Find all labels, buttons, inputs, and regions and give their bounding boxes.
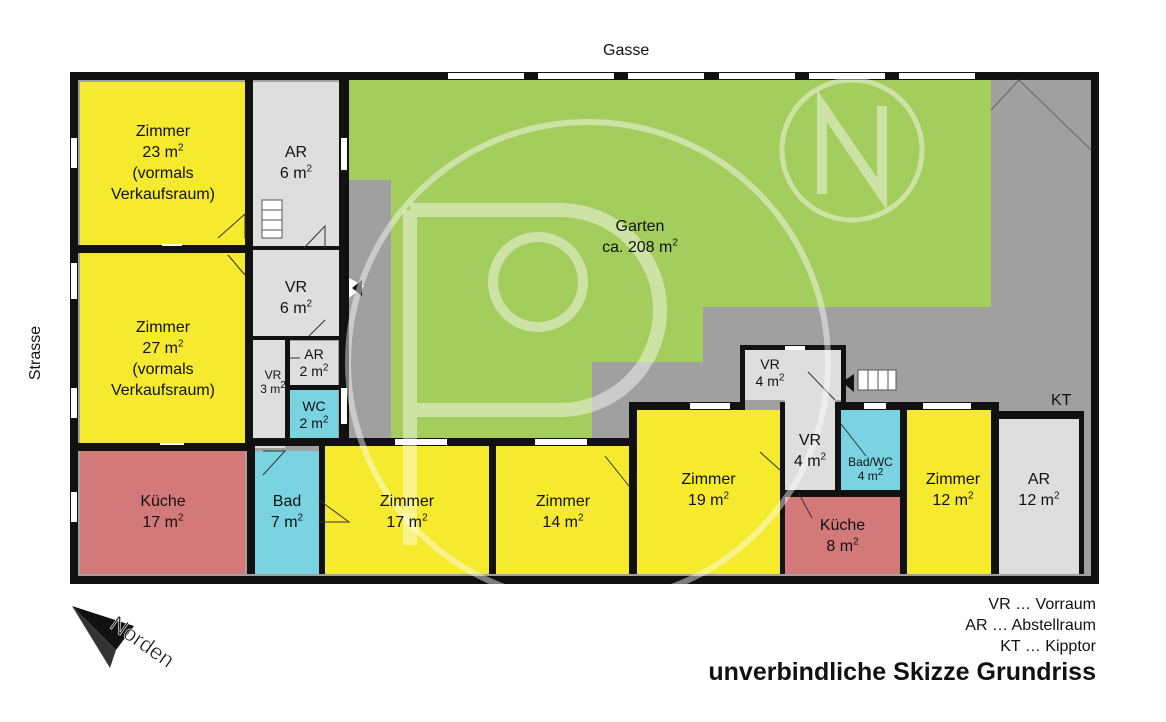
room-name: Bad	[272, 493, 302, 510]
room-name: AR	[304, 346, 324, 362]
room-area: 2 m2	[299, 362, 329, 379]
room-name: Bad/WC	[848, 455, 893, 469]
label-zimmer-27: Zimmer 27 m2 (vormals Verkaufsraum)	[90, 317, 236, 401]
room-area: 4 m2	[793, 451, 827, 470]
label-wc-2: WC 2 m2	[290, 398, 338, 432]
room-area: 17 m2	[142, 512, 184, 531]
room-note: Verkaufsraum)	[110, 382, 216, 399]
stairs	[261, 199, 897, 391]
room-area: 23 m2	[142, 142, 184, 161]
room-name: AR	[1027, 471, 1051, 488]
room-vr-4-top	[745, 350, 841, 400]
room-name: Zimmer	[379, 493, 435, 510]
room-area: 6 m2	[279, 298, 313, 317]
label-ar-2: AR 2 m2	[290, 346, 338, 380]
room-name: Zimmer	[681, 471, 736, 488]
room-name: Zimmer	[925, 471, 981, 488]
room-name: VR	[760, 356, 780, 372]
room-bad-wc-4	[841, 410, 900, 490]
room-area: 19 m2	[687, 490, 730, 509]
room-ar-12	[999, 419, 1079, 574]
label-garten: Garten ca. 208 m2	[560, 216, 720, 258]
north-arrow-icon: Norden	[72, 606, 179, 673]
label-vr-6: VR 6 m2	[253, 277, 339, 319]
room-kueche-8	[785, 497, 900, 574]
label-vr-3: VR 3 m2	[253, 368, 293, 396]
legend-item-kt: KT … Kipptor	[1000, 638, 1096, 655]
door-swings	[217, 212, 867, 523]
room-area: ca. 208 m2	[602, 237, 678, 256]
room-area: 17 m2	[386, 512, 428, 531]
room-zimmer-27	[80, 253, 245, 443]
room-ar-2	[290, 341, 338, 385]
street-left-label: Strasse	[27, 325, 44, 381]
room-vr-3	[253, 340, 285, 448]
label-kueche-17: Küche 17 m2	[90, 491, 236, 533]
room-area: 27 m2	[142, 338, 184, 357]
garden-area	[349, 80, 991, 439]
room-zimmer-19	[637, 410, 780, 574]
label-vr-4: VR 4 m2	[785, 430, 835, 472]
room-vr-6	[253, 250, 339, 336]
room-area: 4 m2	[857, 467, 884, 484]
room-area: 8 m2	[826, 536, 859, 555]
label-zimmer-23: Zimmer 23 m2 (vormals Verkaufsraum)	[90, 121, 236, 205]
room-name: VR	[264, 368, 282, 382]
label-zimmer-19: Zimmer 19 m2	[637, 469, 780, 511]
room-wc-2	[290, 390, 338, 438]
room-name: AR	[284, 144, 308, 161]
room-zimmer-23	[80, 82, 245, 246]
room-zimmer-14	[496, 446, 630, 574]
room-kueche-17	[80, 451, 245, 574]
entrance-triangle-right	[842, 374, 854, 392]
room-area: 4 m2	[755, 372, 785, 389]
watermark-logo	[345, 77, 925, 605]
room-name: Garten	[615, 218, 665, 235]
room-name: VR	[284, 279, 308, 296]
label-vr-4-top: VR 4 m2	[745, 356, 795, 390]
room-area: 6 m2	[279, 163, 313, 182]
room-area: 7 m2	[270, 512, 304, 531]
room-note: Verkaufsraum)	[110, 186, 216, 203]
label-zimmer-17: Zimmer 17 m2	[325, 491, 489, 533]
legend-item-vr: VR … Vorraum	[988, 596, 1096, 613]
legend-item-ar: AR … Abstellraum	[965, 617, 1096, 634]
room-name: Zimmer	[135, 123, 191, 140]
left-windows	[71, 138, 77, 522]
room-area: 3 m2	[260, 380, 286, 397]
label-zimmer-12: Zimmer 12 m2	[907, 469, 999, 511]
room-name: Küche	[140, 493, 186, 510]
entrance-triangle-left	[352, 280, 362, 296]
kt-marker: KT	[1051, 392, 1072, 409]
label-ar-12: AR 12 m2	[999, 469, 1079, 511]
street-top-label: Gasse	[603, 42, 650, 59]
room-zimmer-12	[907, 410, 991, 574]
room-name: VR	[798, 432, 822, 449]
label-bad-7: Bad 7 m2	[255, 491, 319, 533]
room-area: 12 m2	[932, 490, 974, 509]
top-windows	[448, 73, 975, 79]
room-vr-4	[785, 400, 835, 490]
plan-caption: unverbindliche Skizze Grundriss	[708, 658, 1096, 686]
room-zimmer-17	[325, 446, 489, 574]
room-area: 12 m2	[1018, 490, 1060, 509]
room-name: Küche	[819, 517, 866, 534]
legend: VR … Vorraum AR … Abstellraum KT … Kippt…	[965, 594, 1096, 657]
label-zimmer-14: Zimmer 14 m2	[496, 491, 630, 533]
room-area: 2 m2	[299, 414, 329, 431]
room-name: Zimmer	[135, 319, 191, 336]
room-area: 14 m2	[542, 512, 584, 531]
room-note: (vormals	[132, 361, 194, 378]
room-note: (vormals	[132, 165, 194, 182]
label-bad-wc-4: Bad/WC 4 m2	[841, 455, 900, 483]
label-kueche-8: Küche 8 m2	[785, 515, 900, 557]
room-name: Zimmer	[535, 493, 591, 510]
inner-windows	[160, 138, 971, 445]
corner-lines	[990, 79, 1092, 151]
label-ar-6: AR 6 m2	[253, 142, 339, 184]
room-name: WC	[302, 398, 326, 414]
